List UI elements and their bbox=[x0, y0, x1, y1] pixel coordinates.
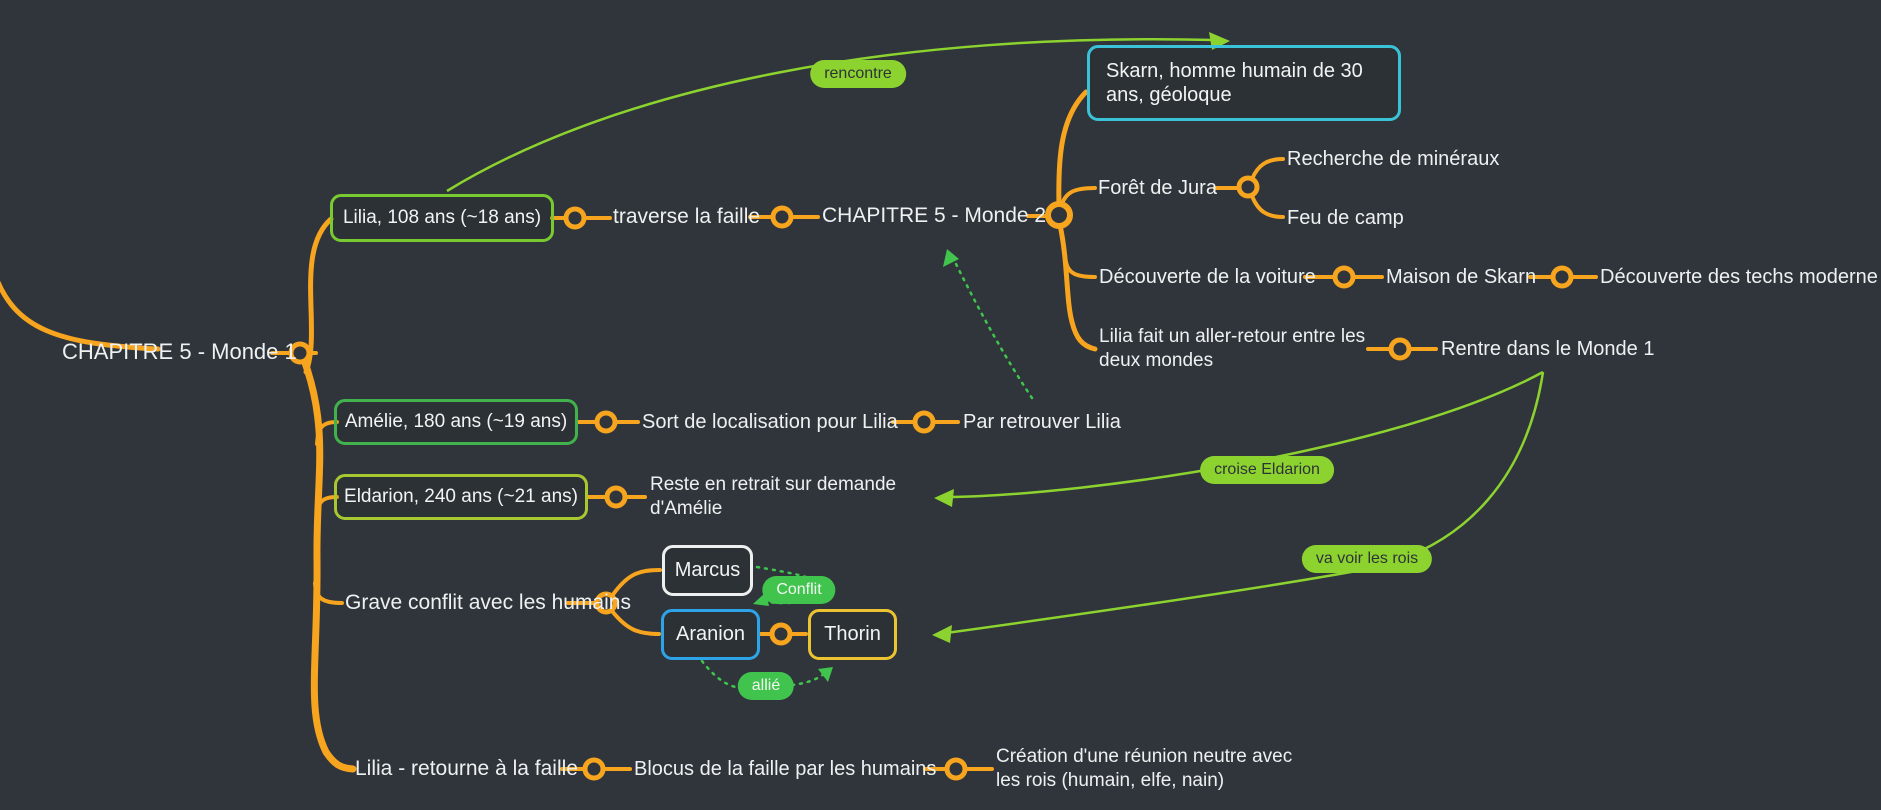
branch-to-grave bbox=[313, 581, 344, 605]
node-par-retrouver-lilia[interactable]: Par retrouver Lilia bbox=[963, 411, 1121, 433]
node-skarn[interactable]: Skarn, homme humain de 30 ans, géoloque bbox=[1087, 45, 1401, 121]
ring-amelie[interactable] bbox=[594, 410, 618, 434]
branch-to-eldarion bbox=[315, 495, 339, 518]
relation-par-monde2-line bbox=[952, 258, 1034, 400]
node-feu-de-camp[interactable]: Feu de camp bbox=[1287, 207, 1404, 229]
node-amelie[interactable]: Amélie, 180 ans (~19 ans) bbox=[334, 399, 578, 445]
ring-lilia[interactable] bbox=[563, 206, 587, 230]
monde2-trunk-up bbox=[1056, 89, 1089, 209]
dotted-arrowheads bbox=[753, 249, 959, 682]
monde2-trunk-down bbox=[1057, 222, 1098, 352]
ring-traverse[interactable] bbox=[770, 205, 794, 229]
ring-retourne[interactable] bbox=[582, 757, 606, 781]
relationship-label-croise-eldarion[interactable]: croise Eldarion bbox=[1200, 456, 1334, 484]
arrow-vavoir-icon bbox=[932, 625, 952, 643]
branch-to-voiture bbox=[1064, 260, 1097, 279]
ring-aranion[interactable] bbox=[769, 622, 793, 646]
node-sort-localisation[interactable]: Sort de localisation pour Lilia bbox=[642, 411, 898, 433]
node-foret-de-jura[interactable]: Forêt de Jura bbox=[1098, 177, 1217, 199]
main-trunk bbox=[299, 353, 357, 773]
ring-foret[interactable] bbox=[1236, 175, 1260, 199]
fork-to-feu bbox=[1250, 194, 1285, 219]
ring-monde2[interactable] bbox=[1045, 201, 1073, 229]
ring-maison[interactable] bbox=[1550, 265, 1574, 289]
arrow-par-monde2-icon bbox=[943, 249, 959, 267]
relation-allie-line-b bbox=[790, 671, 827, 687]
relationship-label-allie[interactable]: allié bbox=[737, 672, 795, 700]
branch-to-amelie bbox=[315, 420, 339, 446]
relation-allie-line-a bbox=[700, 659, 742, 690]
offscreen-parent-branch bbox=[0, 280, 161, 352]
ring-blocus[interactable] bbox=[944, 757, 968, 781]
node-thorin[interactable]: Thorin bbox=[808, 609, 897, 660]
fork-to-recherche bbox=[1250, 157, 1285, 181]
node-chapitre5-monde1[interactable]: CHAPITRE 5 - Monde 1 bbox=[62, 339, 297, 364]
ring-aller-retour[interactable] bbox=[1388, 337, 1412, 361]
node-decouverte-voiture[interactable]: Découverte de la voiture bbox=[1099, 266, 1316, 288]
arrow-croise-icon bbox=[934, 489, 954, 507]
node-marcus[interactable]: Marcus bbox=[662, 545, 753, 596]
node-blocus-faille[interactable]: Blocus de la faille par les humains bbox=[634, 758, 937, 780]
node-lilia[interactable]: Lilia, 108 ans (~18 ans) bbox=[330, 194, 554, 242]
node-reste-en-retrait[interactable]: Reste en retrait sur demande d'Amélie bbox=[650, 474, 897, 519]
relation-rencontre-line bbox=[446, 37, 1216, 193]
fork-to-aranion bbox=[610, 609, 661, 636]
connector-rings bbox=[288, 175, 1574, 781]
ring-eldarion[interactable] bbox=[604, 485, 628, 509]
relationship-label-rencontre[interactable]: rencontre bbox=[810, 60, 906, 88]
node-creation-reunion[interactable]: Création d'une réunion neutre avec les r… bbox=[996, 746, 1293, 791]
relation-conflit-line-a bbox=[755, 565, 813, 581]
node-rentre-monde1[interactable]: Rentre dans le Monde 1 bbox=[1441, 338, 1655, 360]
node-eldarion[interactable]: Eldarion, 240 ans (~21 ans) bbox=[334, 474, 588, 520]
ring-voiture[interactable] bbox=[1332, 265, 1356, 289]
arrow-allie-icon bbox=[818, 667, 833, 682]
relationship-label-va-voir-les-rois[interactable]: va voir les rois bbox=[1301, 545, 1433, 573]
node-grave-conflit[interactable]: Grave conflit avec les humains bbox=[345, 591, 631, 614]
node-lilia-retourne-faille[interactable]: Lilia - retourne à la faille bbox=[355, 757, 578, 780]
ring-root[interactable] bbox=[288, 341, 312, 365]
fork-to-marcus bbox=[610, 568, 662, 598]
node-techs-moderne[interactable]: Découverte des techs moderne bbox=[1600, 266, 1878, 288]
node-recherche-mineraux[interactable]: Recherche de minéraux bbox=[1287, 148, 1500, 170]
relationship-label-conflit[interactable]: Conflit bbox=[762, 576, 836, 604]
node-aller-retour[interactable]: Lilia fait un aller-retour entre les deu… bbox=[1099, 326, 1366, 371]
branch-to-foret bbox=[1060, 186, 1097, 206]
node-chapitre5-monde2[interactable]: CHAPITRE 5 - Monde 2 bbox=[822, 204, 1047, 227]
node-aranion[interactable]: Aranion bbox=[661, 609, 760, 660]
ring-grave[interactable] bbox=[594, 591, 618, 615]
node-maison-de-skarn[interactable]: Maison de Skarn bbox=[1386, 266, 1537, 288]
ring-sort[interactable] bbox=[912, 410, 936, 434]
node-traverse-la-faille[interactable]: traverse la faille bbox=[613, 205, 761, 228]
